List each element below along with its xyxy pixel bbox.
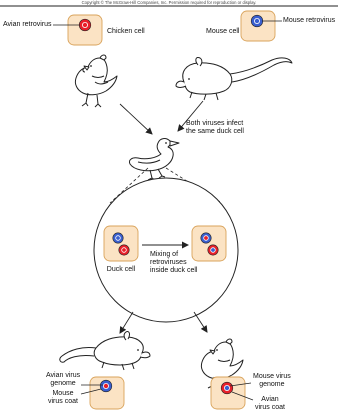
label-mouse-virus-genome: Mouse virus genome bbox=[253, 373, 291, 389]
label-avian-virus-coat: Avian virus coat bbox=[255, 396, 285, 412]
mouse-cell-bottom bbox=[90, 377, 124, 409]
arrow-chicken-to-duck bbox=[120, 104, 152, 134]
copyright-notice: Copyright © The McGraw-Hill Companies, I… bbox=[0, 0, 338, 5]
hybrid-virus-2 bbox=[208, 245, 218, 255]
label-mixing: Mixing of retroviruses inside duck cell bbox=[150, 251, 197, 275]
chicken-cell bbox=[68, 15, 102, 45]
mouse-retrovirus bbox=[251, 15, 263, 27]
label-mouse-virus-coat: Mouse virus coat bbox=[48, 390, 78, 406]
avian-retrovirus bbox=[79, 19, 91, 31]
arrow-to-chicken bbox=[194, 312, 207, 332]
duck-drawing bbox=[129, 139, 179, 180]
mouse-virus-in-duck-cell bbox=[113, 233, 123, 243]
duck-cell-before bbox=[104, 226, 138, 261]
hybrid-virus-1 bbox=[201, 233, 211, 243]
chicken-cell-bottom bbox=[211, 377, 245, 409]
chicken-drawing bbox=[75, 55, 117, 107]
mouse-cell bbox=[241, 11, 275, 41]
label-chicken-cell: Chicken cell bbox=[107, 28, 145, 36]
avian-virus-in-duck-cell bbox=[119, 245, 129, 255]
label-mouse-retrovirus: Mouse retrovirus bbox=[283, 17, 335, 25]
label-avian-retrovirus: Avian retrovirus bbox=[3, 21, 52, 29]
arrow-to-mouse bbox=[120, 312, 133, 333]
label-avian-virus-genome: Avian virus genome bbox=[46, 372, 80, 388]
label-duck-cell: Duck cell bbox=[98, 266, 144, 274]
recombinant-virus-mouse-coat bbox=[100, 380, 112, 392]
mouse-drawing bbox=[176, 57, 292, 100]
mouse-drawing-bottom bbox=[60, 331, 150, 370]
label-both-viruses-infect: Both viruses infect the same duck cell bbox=[186, 120, 244, 136]
recombinant-virus-avian-coat bbox=[221, 382, 233, 394]
label-mouse-cell: Mouse cell bbox=[206, 28, 239, 36]
